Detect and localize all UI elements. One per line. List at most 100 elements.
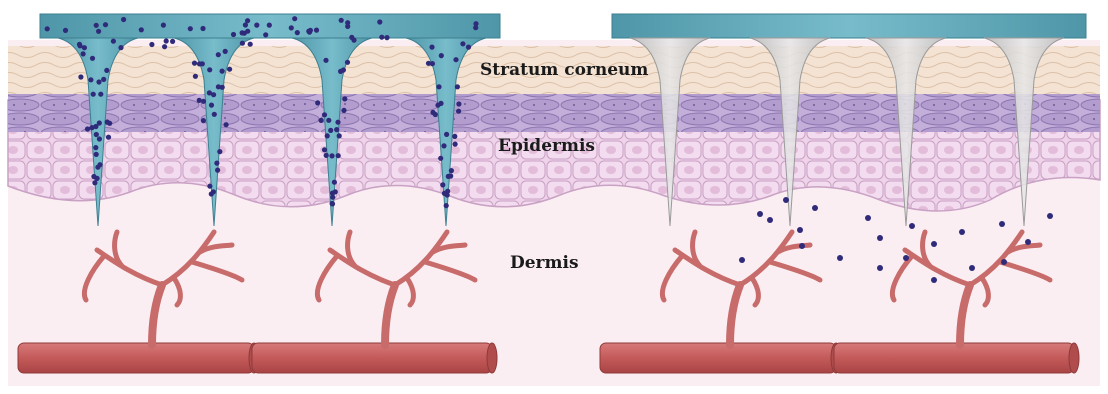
drug-particle xyxy=(379,35,384,40)
drug-particle xyxy=(377,19,382,24)
drug-particle-released xyxy=(837,255,843,261)
drug-particle xyxy=(85,126,90,131)
drug-particle xyxy=(342,96,347,101)
drug-particle xyxy=(223,49,228,54)
drug-particle xyxy=(441,143,446,148)
drug-particle xyxy=(323,58,328,63)
label-stratum-corneum: Stratum corneum xyxy=(480,60,648,80)
drug-particle xyxy=(224,122,229,127)
drug-particle xyxy=(111,39,116,44)
drug-particle-released xyxy=(931,241,937,247)
drug-particle xyxy=(267,23,272,28)
drug-particle xyxy=(95,165,100,170)
drug-particle xyxy=(81,51,86,56)
drug-particle xyxy=(384,35,389,40)
drug-particle xyxy=(92,180,97,185)
blood-vessel-opening xyxy=(487,343,497,373)
drug-particle xyxy=(330,195,335,200)
drug-particle xyxy=(209,191,214,196)
drug-particle xyxy=(330,201,335,206)
drug-particle xyxy=(161,23,166,28)
drug-particle xyxy=(245,18,250,23)
drug-particle xyxy=(332,180,337,185)
drug-particle xyxy=(200,26,205,31)
drug-particle xyxy=(445,189,450,194)
drug-particle xyxy=(220,69,225,74)
drug-particle xyxy=(473,25,478,30)
drug-particle xyxy=(439,53,444,58)
drug-particle xyxy=(89,125,94,130)
drug-particle xyxy=(104,68,109,73)
drug-particle xyxy=(94,23,99,28)
drug-particle xyxy=(444,203,449,208)
drug-particle-released xyxy=(783,197,789,203)
drug-particle xyxy=(315,100,320,105)
drug-particle xyxy=(337,133,342,138)
drug-particle xyxy=(248,42,253,47)
drug-particle xyxy=(192,61,197,66)
drug-particle-released xyxy=(1047,213,1053,219)
drug-particle xyxy=(91,92,96,97)
drug-particle xyxy=(438,156,443,161)
drug-particle xyxy=(430,61,435,66)
drug-particle xyxy=(335,120,340,125)
drug-particle xyxy=(455,84,460,89)
drug-particle-released xyxy=(1025,239,1031,245)
drug-particle xyxy=(94,132,99,137)
drug-particle-released xyxy=(767,217,773,223)
drug-particle xyxy=(201,118,206,123)
drug-particle xyxy=(325,133,330,138)
drug-particle xyxy=(245,29,250,34)
drug-particle xyxy=(345,24,350,29)
drug-particle xyxy=(215,168,220,173)
drug-particle xyxy=(193,74,198,79)
drug-particle xyxy=(162,44,167,49)
drug-particle xyxy=(63,28,68,33)
blood-vessel-opening xyxy=(1069,343,1079,373)
drug-particle xyxy=(96,29,101,34)
drug-particle xyxy=(101,77,106,82)
drug-particle xyxy=(326,118,331,123)
drug-particle xyxy=(105,119,110,124)
drug-particle-released xyxy=(797,227,803,233)
drug-particle xyxy=(319,118,324,123)
drug-particle xyxy=(336,153,341,158)
drug-particle-released xyxy=(959,229,965,235)
drug-particle xyxy=(329,153,334,158)
drug-particle xyxy=(201,99,206,104)
drug-particle xyxy=(466,45,471,50)
drug-particle xyxy=(240,30,245,35)
drug-particle xyxy=(254,23,259,28)
drug-particle xyxy=(216,84,221,89)
blood-vessel xyxy=(600,343,836,373)
drug-particle xyxy=(188,26,193,31)
drug-particle xyxy=(351,38,356,43)
drug-particle xyxy=(438,101,443,106)
drug-particle xyxy=(170,39,175,44)
drug-particle xyxy=(94,152,99,157)
drug-particle-released xyxy=(969,265,975,271)
drug-particle xyxy=(322,112,327,117)
drug-particle xyxy=(106,135,111,140)
drug-particle xyxy=(90,56,95,61)
drug-particle xyxy=(453,142,458,147)
drug-particle xyxy=(95,176,100,181)
drug-particle xyxy=(456,101,461,106)
dissolved-backing xyxy=(612,14,1086,38)
drug-particle xyxy=(207,184,212,189)
drug-particle xyxy=(292,16,297,21)
drug-particle-released xyxy=(739,257,745,263)
drug-particle xyxy=(328,128,333,133)
drug-particle xyxy=(430,110,435,115)
drug-particle xyxy=(295,30,300,35)
drug-particle xyxy=(338,69,343,74)
drug-particle xyxy=(345,60,350,65)
drug-particle xyxy=(333,189,338,194)
drug-particle-released xyxy=(757,211,763,217)
drug-particle xyxy=(98,92,103,97)
drug-particle xyxy=(449,168,454,173)
drug-particle xyxy=(216,52,221,57)
drug-particle xyxy=(209,103,214,108)
